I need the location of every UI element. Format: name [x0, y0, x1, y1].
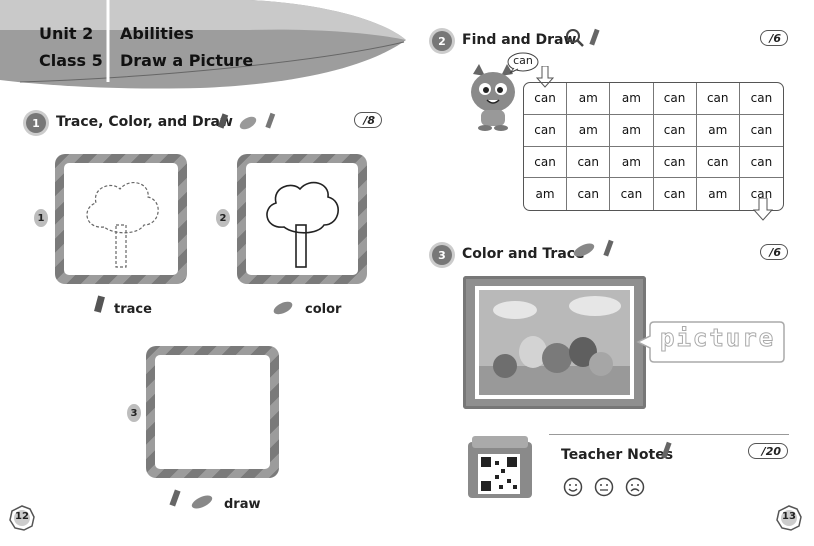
- unit-label: Unit 2: [39, 24, 94, 43]
- grid-cell[interactable]: can: [653, 83, 697, 115]
- pencil-icon: [169, 489, 181, 507]
- qr-box-graphic: [468, 436, 532, 498]
- notes-divider: [549, 434, 789, 435]
- magnifier-pencil-icons: [566, 28, 600, 47]
- color-card: [237, 154, 367, 284]
- section2-title: Find and Draw: [462, 32, 577, 48]
- page-number-left: 12: [15, 511, 29, 522]
- grid-cell[interactable]: can: [524, 83, 568, 115]
- teacher-notes-title: Teacher Notes: [561, 447, 674, 463]
- grid-cell[interactable]: am: [610, 146, 654, 179]
- header-banner: [0, 0, 406, 89]
- trace-word: picture: [659, 324, 776, 353]
- page-number-badge-right: [776, 505, 802, 531]
- picture-scene: [479, 290, 630, 395]
- grid-cell[interactable]: am: [610, 83, 654, 115]
- trace-word-box[interactable]: [636, 318, 786, 366]
- pencil-crayon-icons: [169, 489, 213, 509]
- section3-score-box[interactable]: /6: [760, 244, 788, 260]
- item2-number: 2: [216, 209, 230, 227]
- grid-cell[interactable]: am: [524, 178, 568, 210]
- pencil-icon: [265, 112, 276, 129]
- section3-number-badge: 3: [432, 245, 452, 265]
- grid-cell[interactable]: can: [696, 146, 740, 179]
- section1-score-box[interactable]: /8: [354, 112, 382, 128]
- section1-title: Trace, Color, and Draw: [56, 114, 233, 130]
- paint-icon: [239, 116, 257, 130]
- grid-cell[interactable]: can: [739, 147, 783, 179]
- grid-cell[interactable]: can: [739, 83, 783, 115]
- draw-card: [146, 346, 279, 478]
- grid-cell[interactable]: am: [697, 178, 740, 210]
- sad-face-icon[interactable]: [625, 477, 645, 497]
- grid-cell[interactable]: can: [654, 178, 697, 210]
- grid-cell[interactable]: am: [567, 114, 611, 147]
- section2-score-box[interactable]: /6: [760, 30, 788, 46]
- paint-icon: [273, 301, 293, 315]
- item3-number: 3: [127, 404, 141, 422]
- page-number-right: 13: [782, 511, 796, 522]
- grid-cell[interactable]: can: [653, 114, 697, 147]
- pencil-icon: [603, 239, 614, 257]
- class-label: Class 5: [39, 51, 103, 70]
- crayon-pencil-icons: [217, 112, 276, 130]
- picture-frame: [463, 276, 646, 409]
- crayon-icon: [94, 295, 105, 313]
- neutral-face-icon[interactable]: [594, 477, 614, 497]
- paint-pencil-icons: [573, 239, 614, 257]
- word-grid: can am am can can can can am am can am c…: [523, 82, 784, 211]
- magnifier-icon: [566, 29, 584, 47]
- grid-cell[interactable]: can: [653, 146, 697, 179]
- grid-cell[interactable]: can: [567, 146, 611, 179]
- trace-card: [55, 154, 187, 284]
- happy-face-icon[interactable]: [563, 477, 583, 497]
- class-title: Draw a Picture: [120, 51, 254, 70]
- grid-cell[interactable]: can: [567, 178, 611, 210]
- grid-cell[interactable]: can: [696, 83, 740, 115]
- tree-outline-dashed: [86, 181, 159, 268]
- grid-cell[interactable]: can: [524, 114, 568, 147]
- unit-title: Abilities: [120, 24, 194, 43]
- tree-outline-solid: [266, 181, 339, 268]
- mascot-character: [471, 64, 515, 131]
- qr-code-icon: [481, 457, 517, 491]
- grid-cell[interactable]: can: [610, 178, 654, 210]
- section2-number-badge: 2: [432, 31, 452, 51]
- item3-caption: draw: [224, 497, 261, 512]
- pencil-icon: [661, 441, 672, 459]
- section1-number-badge: 1: [26, 113, 46, 133]
- section3-title: Color and Trace: [462, 246, 585, 262]
- pencil-icon: [589, 28, 600, 46]
- crayon-icon: [217, 113, 229, 129]
- total-score-box[interactable]: /20: [748, 443, 788, 459]
- grid-cell[interactable]: am: [567, 83, 611, 115]
- arrow-down-icon: [753, 198, 773, 221]
- paint-icon: [573, 243, 595, 257]
- item1-number: 1: [34, 209, 48, 227]
- page-number-badge-left: [9, 505, 35, 531]
- grid-cell[interactable]: am: [610, 114, 654, 147]
- grid-cell[interactable]: am: [696, 114, 740, 147]
- item2-caption: color: [305, 302, 342, 317]
- grid-cell[interactable]: can: [739, 115, 783, 147]
- paint-icon: [191, 495, 213, 509]
- speech-bubble: [507, 52, 539, 74]
- speech-text: can: [513, 54, 533, 67]
- item1-caption: trace: [114, 302, 152, 317]
- grid-cell[interactable]: can: [524, 146, 568, 179]
